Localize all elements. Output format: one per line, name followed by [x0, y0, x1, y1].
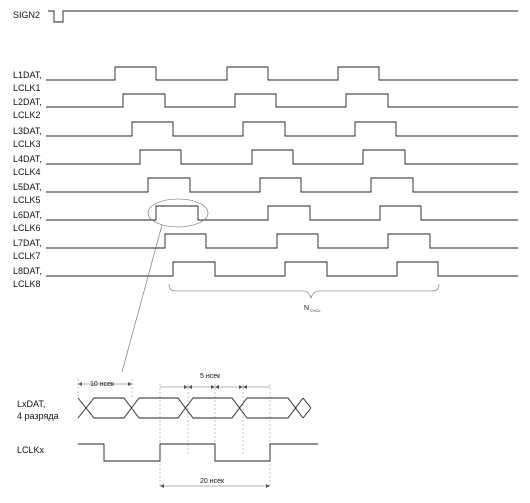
channel-1-waveform	[46, 66, 518, 81]
detail-data-label-line1: LxDAT,	[17, 399, 45, 409]
cycle-label-subscript: CYCL	[310, 308, 321, 313]
detail-clock-waveform	[78, 443, 318, 462]
channel-2-clk-label: LCLK2	[13, 110, 41, 120]
channel-5-clk-label: LCLK5	[13, 195, 41, 205]
channel-row-8: L8DAT, LCLK8	[13, 261, 518, 289]
channel-8-waveform	[46, 261, 518, 277]
channel-3-dat-label: L3DAT,	[13, 126, 42, 136]
channel-6-waveform	[46, 205, 518, 221]
dimension-20ns	[160, 484, 270, 488]
channel-6-clk-label: LCLK6	[13, 223, 41, 233]
sign2-label: SIGN2	[13, 10, 40, 20]
channel-row-4: L4DAT, LCLK4	[13, 149, 518, 177]
channel-4-waveform	[46, 149, 518, 165]
channel-row-7: L7DAT, LCLK7	[13, 233, 518, 261]
channel-6-dat-label: L6DAT,	[13, 210, 42, 220]
channel-8-clk-label: LCLK8	[13, 279, 41, 289]
channel-8-dat-label: L8DAT,	[13, 266, 42, 276]
channel-row-6: L6DAT, LCLK6	[13, 205, 518, 233]
channel-row-3: L3DAT, LCLK3	[13, 121, 518, 149]
sign2-waveform	[48, 10, 518, 23]
channel-7-waveform	[46, 233, 518, 249]
channel-5-dat-label: L5DAT,	[13, 182, 42, 192]
cycle-brace	[168, 283, 440, 300]
channel-rows: L1DAT, LCLK1 L2DAT, LCLK2 L3DAT, LCLK3 L…	[13, 66, 518, 289]
detail-clock-label: LCLKx	[17, 445, 45, 455]
channel-1-dat-label: L1DAT,	[13, 70, 42, 80]
zoom-ellipse	[147, 198, 209, 228]
detail-guides	[77, 379, 271, 488]
channel-row-1: L1DAT, LCLK1	[13, 66, 518, 93]
channel-2-waveform	[46, 93, 518, 108]
detail-data-waveform	[77, 397, 312, 419]
channel-3-clk-label: LCLK3	[13, 139, 41, 149]
label-20ns: 20 нсек	[200, 478, 225, 485]
channel-4-dat-label: L4DAT,	[13, 154, 42, 164]
channel-1-clk-label: LCLK1	[13, 83, 41, 93]
label-5ns: 5 нсек	[200, 373, 221, 380]
channel-7-dat-label: L7DAT,	[13, 238, 42, 248]
cycle-label: N	[304, 305, 309, 312]
channel-5-waveform	[46, 177, 518, 193]
channel-3-waveform	[46, 121, 518, 137]
dimension-10ns	[78, 382, 132, 386]
detail-data-label-line2: 4 разряда	[17, 411, 59, 421]
channel-row-2: L2DAT, LCLK2	[13, 93, 518, 120]
channel-2-dat-label: L2DAT,	[13, 97, 42, 107]
channel-row-5: L5DAT, LCLK5	[13, 177, 518, 205]
zoom-pointer-line	[121, 224, 163, 373]
label-10ns: 10 нсек	[90, 381, 115, 388]
channel-4-clk-label: LCLK4	[13, 167, 41, 177]
dimension-5ns	[160, 385, 270, 389]
channel-7-clk-label: LCLK7	[13, 251, 41, 261]
